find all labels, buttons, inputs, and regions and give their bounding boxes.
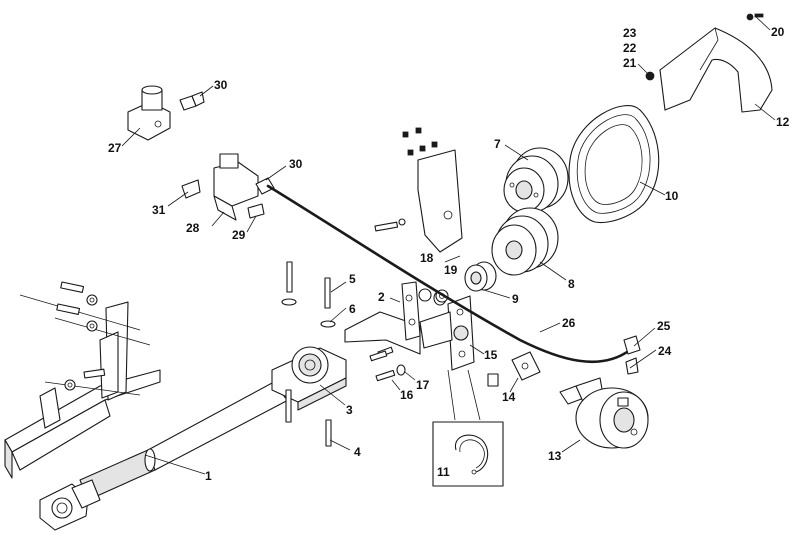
callout-16: 16 [400,388,414,402]
pulley-9 [464,261,497,292]
frame-bolts [56,281,106,391]
callout-25: 25 [657,319,671,333]
clevis [487,351,541,387]
callout-2: 2 [378,290,385,304]
solenoid-valve [181,153,275,221]
hose-fittings [623,335,641,375]
callout-13: 13 [548,449,562,463]
drive-shaft [39,374,295,531]
air-hose [266,184,632,363]
circlip-inset [432,369,504,487]
mounting-frame [4,294,161,479]
callout-27: 27 [108,141,122,155]
callout-22: 22 [623,41,637,55]
callout-15: 15 [484,348,498,362]
callout-1: 1 [205,469,212,483]
callout-3: 3 [346,403,353,417]
callout-17: 17 [416,378,430,392]
callout-23: 23 [623,26,637,40]
brake-chamber [559,377,649,449]
callout-6: 6 [349,302,356,316]
callout-21: 21 [623,56,637,70]
callout-7: 7 [494,137,501,151]
bearing-assembly [271,261,347,447]
callout-24: 24 [658,344,672,358]
pulley-7 [503,147,569,213]
callout-18: 18 [420,251,434,265]
callout-28: 28 [186,221,200,235]
air-regulator [127,85,205,141]
callout-10: 10 [665,189,679,203]
leader-lines [121,15,776,475]
pulley-8 [491,207,559,276]
callout-30-regulator: 30 [214,78,228,92]
v-belt [568,105,660,224]
callout-29: 29 [232,228,246,242]
belt-guard [645,13,773,113]
callout-labels: 1 2 3 4 5 6 7 8 9 10 11 12 13 14 15 16 1… [108,25,790,483]
callout-19: 19 [444,263,458,277]
callout-14: 14 [502,390,516,404]
cover-plate [374,127,463,253]
callout-30-valve: 30 [289,157,303,171]
callout-11: 11 [437,465,450,479]
callout-9: 9 [512,292,519,306]
callout-31: 31 [152,203,166,217]
callout-12: 12 [776,115,790,129]
callout-20: 20 [771,25,785,39]
callout-4: 4 [354,445,361,459]
callout-26: 26 [562,316,576,330]
small-bolts [369,350,406,382]
pivot-arm [418,288,475,371]
bracket [344,281,421,358]
callout-5: 5 [349,272,356,286]
callout-8: 8 [568,277,575,291]
